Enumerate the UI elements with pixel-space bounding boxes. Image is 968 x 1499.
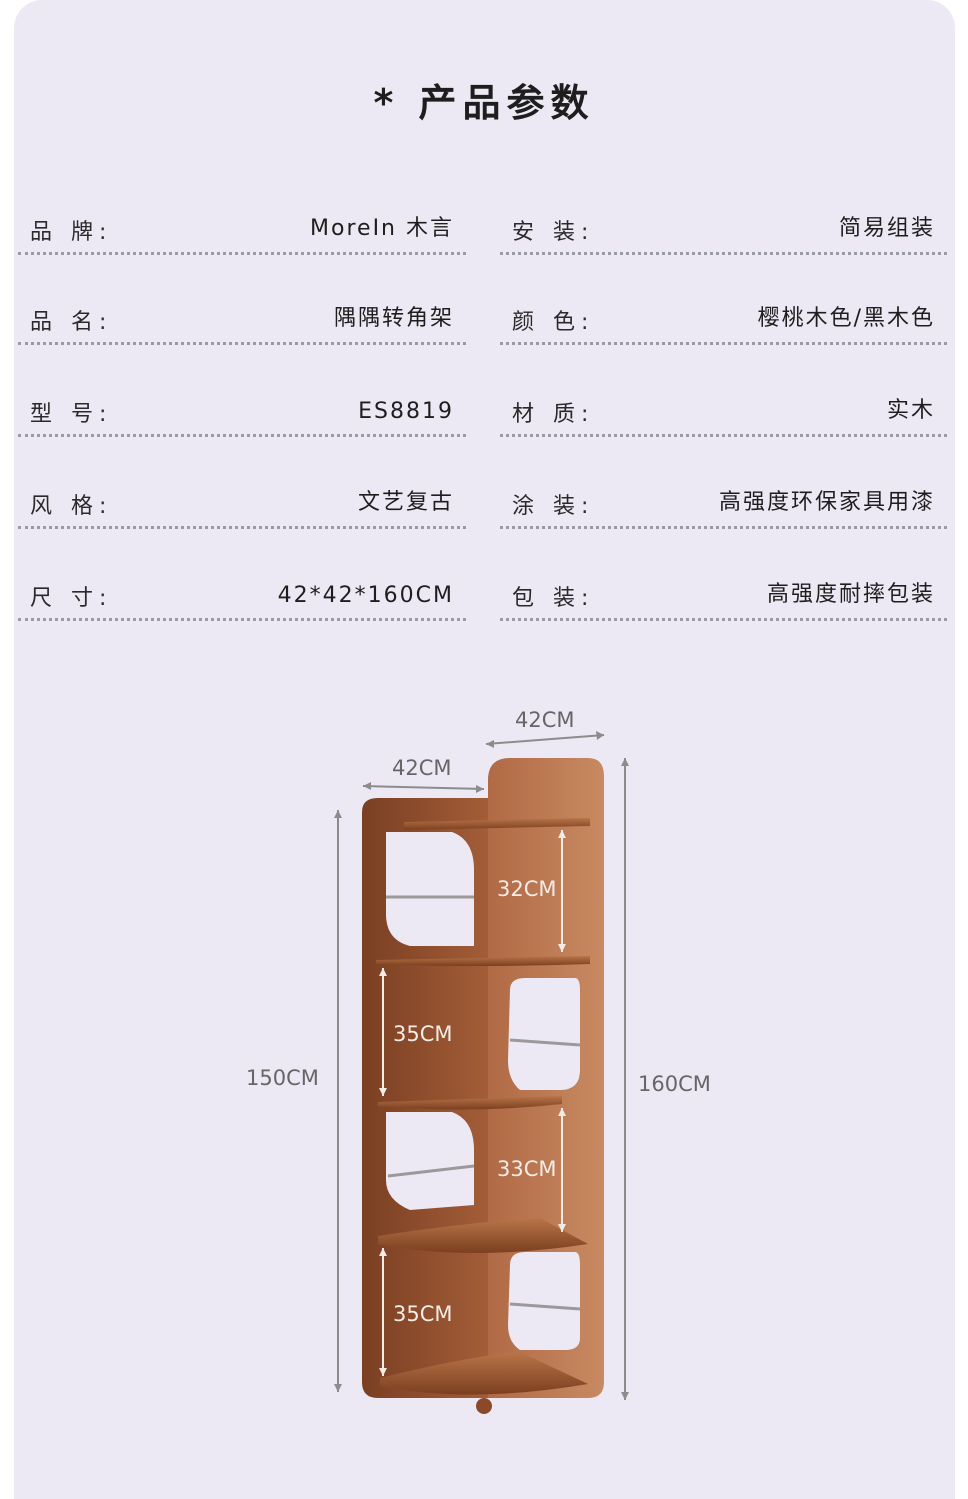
page-title: * 产品参数: [373, 81, 595, 125]
dim-width-left: 42CM: [392, 756, 452, 780]
cutout: [386, 1112, 474, 1210]
spec-label: 颜 色:: [512, 310, 595, 335]
spec-value: 42*42*160CM: [277, 583, 454, 608]
spec-label: 品 名:: [30, 310, 113, 335]
cutout: [508, 978, 580, 1090]
spec-value: 实木: [886, 398, 935, 423]
dim-gap-4: 35CM: [393, 1302, 453, 1326]
spec-row-model: 型 号: ES8819: [18, 394, 466, 437]
dim-gap-3: 33CM: [497, 1157, 557, 1181]
foot: [476, 1398, 492, 1414]
spec-value: MoreIn 木言: [310, 216, 454, 241]
width-right-line: [485, 734, 605, 745]
spec-row-name: 品 名: 隅隅转角架: [18, 302, 466, 345]
cutout: [508, 1252, 580, 1350]
spec-row-style: 风 格: 文艺复古: [18, 486, 466, 529]
dim-gap-2: 35CM: [393, 1022, 453, 1046]
dim-width-right: 42CM: [515, 708, 575, 732]
spec-label: 风 格:: [30, 494, 113, 519]
dim-gap-1: 32CM: [497, 877, 557, 901]
spec-label: 尺 寸:: [30, 586, 113, 611]
spec-row-size: 尺 寸: 42*42*160CM: [18, 578, 466, 621]
shelf-1: [404, 818, 590, 830]
dim-height-right: 160CM: [638, 1072, 711, 1096]
shelf-5: [380, 1352, 588, 1395]
spec-label: 品 牌:: [30, 220, 113, 245]
spec-value: 樱桃木色/黑木色: [757, 306, 935, 331]
width-left-line: [362, 785, 485, 790]
spec-value: 高强度耐摔包装: [766, 582, 935, 607]
spec-row-brand: 品 牌: MoreIn 木言: [18, 212, 466, 255]
spec-row-color: 颜 色: 樱桃木色/黑木色: [500, 302, 947, 345]
dim-height-left: 150CM: [246, 1066, 319, 1090]
shelf-2: [376, 956, 590, 966]
spec-row-install: 安 装: 简易组装: [500, 212, 947, 255]
spec-value: 隅隅转角架: [333, 306, 454, 331]
spec-label: 安 装:: [512, 220, 595, 245]
spec-label: 涂 装:: [512, 494, 595, 519]
spec-label: 型 号:: [30, 402, 113, 427]
spec-label: 包 装:: [512, 586, 595, 611]
cutout: [386, 832, 474, 946]
spec-row-package: 包 装: 高强度耐摔包装: [500, 578, 947, 621]
spec-row-material: 材 质: 实木: [500, 394, 947, 437]
spec-row-finish: 涂 装: 高强度环保家具用漆: [500, 486, 947, 529]
spec-value: 文艺复古: [357, 490, 454, 515]
spec-label: 材 质:: [512, 402, 595, 427]
spec-value: 高强度环保家具用漆: [718, 490, 935, 515]
shelf-4: [378, 1218, 588, 1253]
spec-value: 简易组装: [838, 216, 935, 241]
spec-value: ES8819: [358, 399, 454, 424]
shelf-3: [378, 1096, 562, 1110]
